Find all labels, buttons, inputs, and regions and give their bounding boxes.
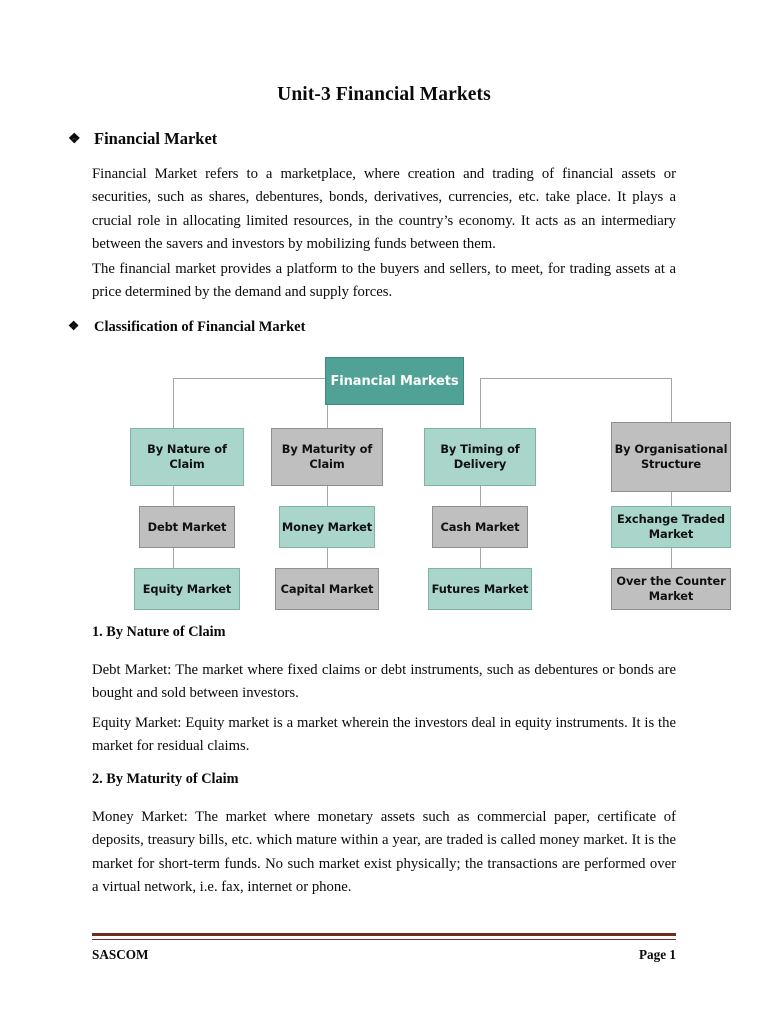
paragraph-financial-market-2: The financial market provides a platform… [92, 261, 676, 301]
connector-col3-branch-to-child1 [480, 486, 481, 506]
diagram-node-exchange-traded-market[interactable]: Exchange Traded Market [611, 506, 731, 548]
footer-rule-thick [92, 933, 676, 936]
diagram-node-cash-market[interactable]: Cash Market [432, 506, 528, 548]
connector-col3-child1-to-child2 [480, 548, 481, 568]
diagram-node-equity-market[interactable]: Equity Market [134, 568, 240, 610]
diagram-node-futures-market[interactable]: Futures Market [428, 568, 532, 610]
heading-classification: ❖ Classification of Financial Market [68, 318, 305, 336]
diagram-node-by-timing-of-delivery[interactable]: By Timing of Delivery [424, 428, 536, 486]
diagram-node-financial-markets[interactable]: Financial Markets [325, 357, 464, 405]
connector-col4-branch-to-child1 [671, 492, 672, 506]
heading-financial-market: ❖ Financial Market [68, 129, 217, 149]
paragraph-equity-market: Equity Market: Equity market is a market… [92, 715, 676, 755]
diagram-node-capital-market[interactable]: Capital Market [275, 568, 379, 610]
footer-page-number: Page 1 [639, 947, 676, 962]
connector-col1-child1-to-child2 [173, 548, 174, 568]
connector-drop-col3 [480, 378, 481, 428]
diagram-node-by-maturity-of-claim[interactable]: By Maturity of Claim [271, 428, 383, 486]
paragraph-money-market: Money Market: The market where monetary … [92, 809, 676, 896]
section-heading-by-nature-of-claim: 1. By Nature of Claim [92, 624, 226, 640]
diagram-node-debt-market[interactable]: Debt Market [139, 506, 235, 548]
paragraph-debt-market: Debt Market: The market where fixed clai… [92, 662, 676, 702]
footer-left-label: SASCOM [92, 947, 149, 962]
connector-col2-child1-to-child2 [327, 548, 328, 568]
classification-diagram: Financial Markets By Nature of Claim Deb… [118, 352, 731, 618]
footer-rule-thin [92, 939, 676, 940]
diamond-bullet-icon: ❖ [68, 319, 80, 333]
diagram-node-over-the-counter-market[interactable]: Over the Counter Market [611, 568, 731, 610]
diamond-bullet-icon: ❖ [68, 132, 81, 147]
diagram-node-by-nature-of-claim[interactable]: By Nature of Claim [130, 428, 244, 486]
page-title: Unit-3 Financial Markets [277, 84, 491, 105]
connector-horizontal-right [480, 378, 672, 379]
diagram-node-money-market[interactable]: Money Market [279, 506, 375, 548]
connector-col2-branch-to-child1 [327, 486, 328, 506]
heading-classification-label: Classification of Financial Market [94, 319, 306, 335]
connector-col1-branch-to-child1 [173, 486, 174, 506]
section-heading-by-maturity-of-claim: 2. By Maturity of Claim [92, 771, 239, 787]
connector-drop-col4 [671, 378, 672, 428]
connector-horizontal-left [173, 378, 328, 379]
diagram-node-by-organisational-structure[interactable]: By Organisational Structure [611, 422, 731, 492]
connector-drop-col1 [173, 378, 174, 428]
heading-financial-market-label: Financial Market [94, 129, 218, 148]
connector-col4-child1-to-child2 [671, 548, 672, 568]
paragraph-financial-market-1: Financial Market refers to a marketplace… [92, 166, 676, 253]
